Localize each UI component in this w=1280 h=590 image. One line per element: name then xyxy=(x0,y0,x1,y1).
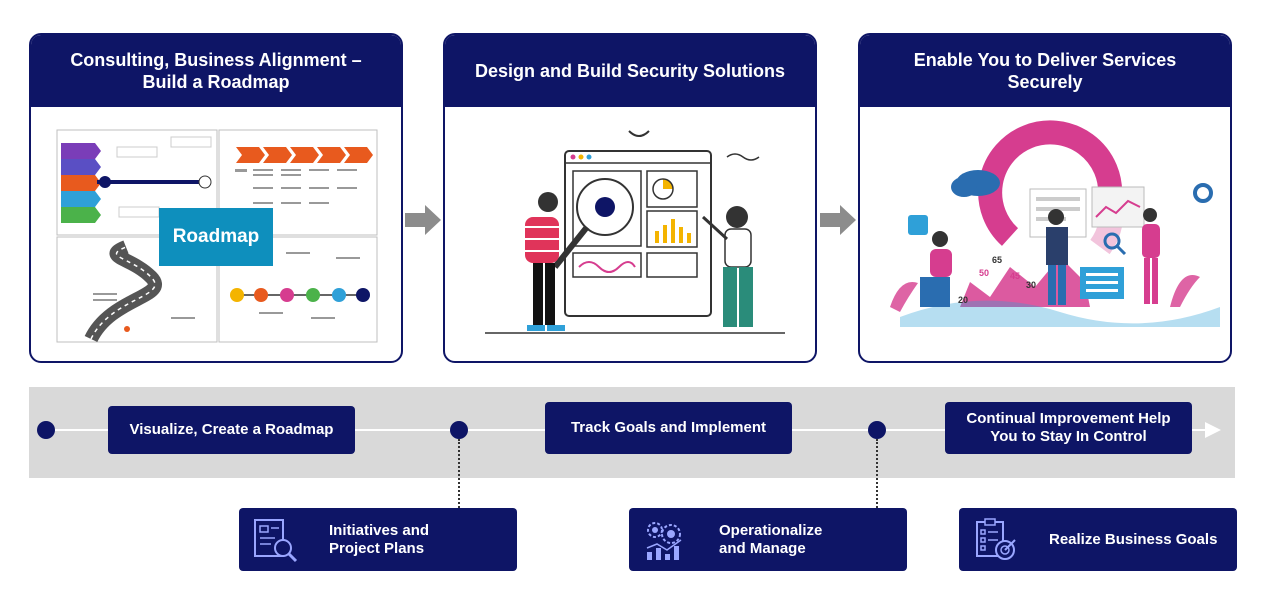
outcome-realize-goals: Realize Business Goals xyxy=(959,508,1237,571)
card-title: Design and Build Security Solutions xyxy=(445,35,815,107)
arrow-right-icon xyxy=(405,205,441,235)
roadmap-overlay-label: Roadmap xyxy=(159,208,273,266)
chart-value-label: 30 xyxy=(1026,280,1036,290)
card-deliver-services: Enable You to Deliver Services Securely xyxy=(858,33,1232,363)
document-search-icon xyxy=(254,519,298,563)
timeline-dot xyxy=(37,421,55,439)
timeline-arrow-head xyxy=(1205,422,1221,438)
step-track-goals: Track Goals and Implement xyxy=(545,402,792,454)
outcome-label: Realize Business Goals xyxy=(1049,530,1218,548)
outcome-initiatives: Initiatives and Project Plans xyxy=(239,508,517,571)
step-continual-improvement: Continual Improvement Help You to Stay I… xyxy=(945,402,1192,454)
chart-value-label: 65 xyxy=(992,255,1002,265)
connector-line xyxy=(458,439,460,508)
arrow-right-icon xyxy=(820,205,856,235)
step-visualize-roadmap: Visualize, Create a Roadmap xyxy=(108,406,355,454)
roadmap-illustration: Roadmap xyxy=(31,107,401,361)
security-design-illustration xyxy=(445,107,815,361)
checklist-target-icon xyxy=(976,518,1016,560)
chart-value-label: 20 xyxy=(958,295,968,305)
card-title: Consulting, Business Alignment – Build a… xyxy=(31,35,401,107)
outcome-operationalize: Operationalize and Manage xyxy=(629,508,907,571)
gears-chart-icon xyxy=(646,522,682,560)
outcome-label: Operationalize and Manage xyxy=(719,521,823,557)
outcome-label: Initiatives and Project Plans xyxy=(329,521,430,557)
card-title: Enable You to Deliver Services Securely xyxy=(860,35,1230,107)
card-design-build: Design and Build Security Solutions xyxy=(443,33,817,363)
timeline-dot xyxy=(868,421,886,439)
card-roadmap: Consulting, Business Alignment – Build a… xyxy=(29,33,403,363)
chart-value-label: 45 xyxy=(1010,271,1020,281)
connector-line xyxy=(876,439,878,508)
services-illustration: 50 65 45 30 20 xyxy=(860,107,1230,361)
timeline-dot xyxy=(450,421,468,439)
chart-value-label: 50 xyxy=(979,268,989,278)
